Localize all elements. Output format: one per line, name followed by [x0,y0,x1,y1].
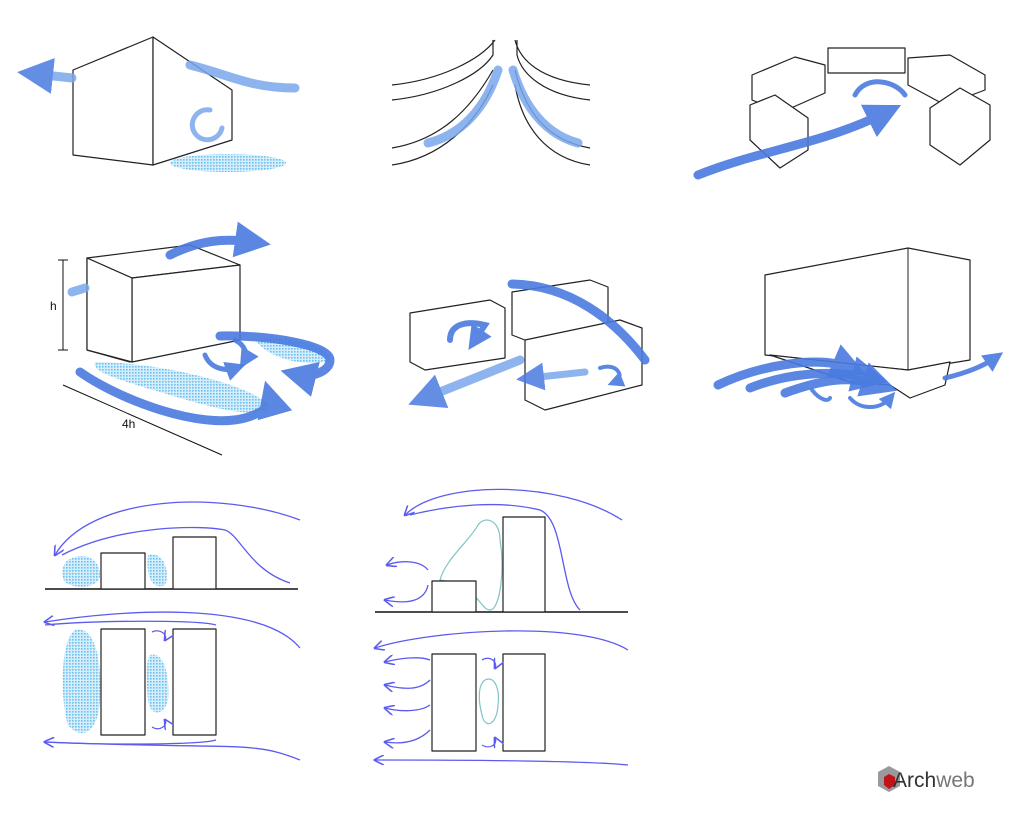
archweb-logo-icon [878,766,900,792]
flow-arrow [507,279,650,365]
panel-building-on-pilotis [713,247,1004,410]
calm-zone [170,154,286,172]
flow-arrow [693,104,902,180]
height-label: h [50,299,57,313]
flow-arrow [185,60,300,93]
panel-tall-building-wake: h 4h [50,221,335,456]
panel-staggered-blocks [408,279,650,411]
panel-section-two-buildings [45,501,301,761]
building-side [152,36,233,166]
flow-arrow [423,65,503,148]
eddy-arrow [189,107,225,143]
archweb-logo[interactable]: Archweb [893,769,975,793]
panel-single-building-wake [17,36,300,172]
calm-zone [94,362,271,413]
panel-channel-between-curved-walls [391,39,591,166]
panel-courtyard-buildings [693,47,991,180]
logo-text-dark: Arch [893,769,937,792]
length-label: 4h [122,417,135,431]
flow-arrow [508,65,583,148]
building-front [72,36,154,166]
eddy-arrow [852,79,908,98]
panel-section-tall-building [375,488,629,766]
flow-arrow [17,58,77,94]
logo-text-light: web [936,769,975,792]
